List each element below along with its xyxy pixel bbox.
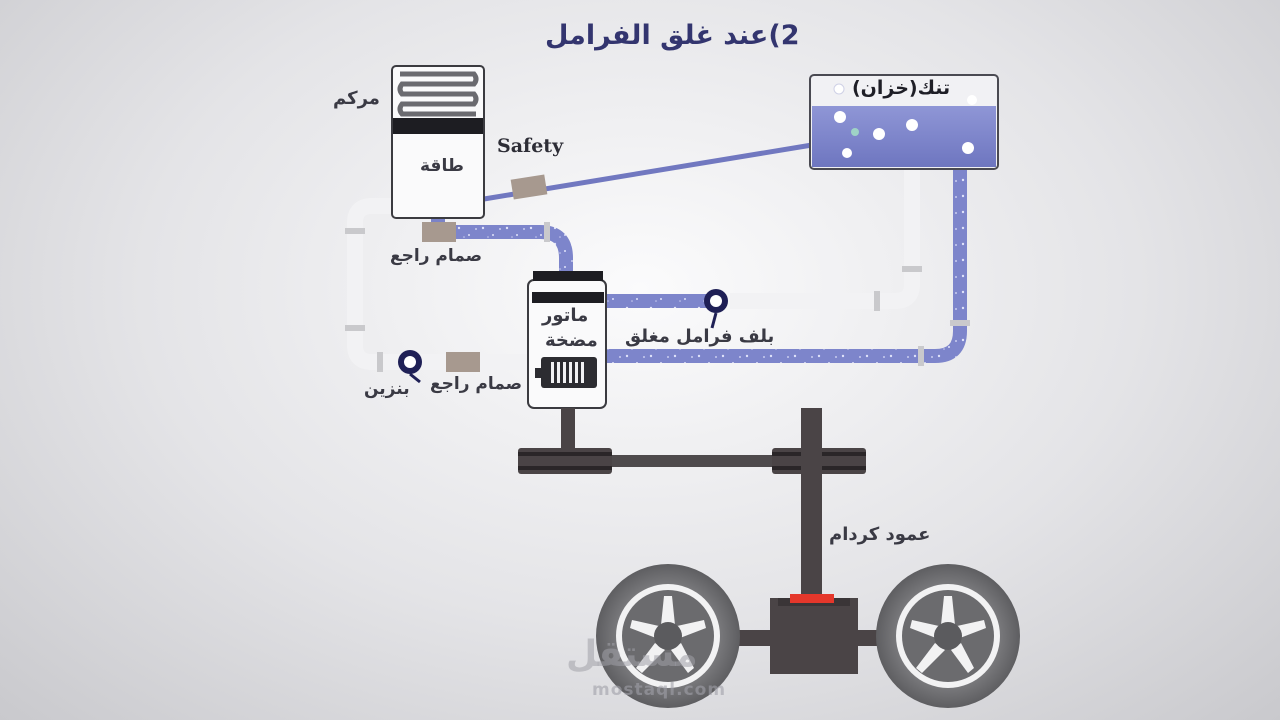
condenser	[391, 65, 485, 219]
watermark-logo-latin: mostaql.com	[592, 680, 727, 700]
label-condenser: مركم	[333, 88, 380, 109]
pipe-couplings-empty	[345, 228, 922, 372]
label-pump-motor-1: ماتور	[542, 305, 589, 326]
safety-valve	[510, 174, 548, 200]
label-plate: طاقة	[420, 156, 464, 176]
watermark-logo-arabic: مستقل	[566, 634, 698, 675]
driveshaft	[801, 408, 822, 598]
wheel-right	[876, 564, 1020, 708]
check-valve-top	[422, 222, 456, 242]
page-title: 2)عند غلق الفرامل	[545, 20, 800, 51]
brake-valve-closed	[704, 289, 728, 329]
empty-pipe-return	[730, 168, 920, 309]
label-tank: تنك(خزان)	[852, 77, 951, 99]
pipe-couplings-fluid	[544, 222, 970, 366]
fluid-pipe-bottom	[606, 166, 967, 363]
label-check-valve-bottom: صمام راجع	[430, 374, 523, 394]
label-fuel: بنزين	[364, 379, 410, 399]
label-brake-valve: بلف فرامل مغلق	[625, 326, 775, 347]
pump-motor	[527, 271, 607, 409]
differential	[770, 594, 858, 674]
fluid-pipe-top	[455, 225, 573, 276]
motor-shaft	[561, 408, 575, 454]
label-safety: Safety	[497, 135, 564, 157]
fuel-valve	[398, 350, 422, 384]
tank	[809, 74, 999, 170]
label-check-valve-top: صمام راجع	[390, 246, 483, 266]
check-valve-bottom	[446, 352, 480, 372]
wheel-left	[596, 564, 740, 708]
empty-pipe-left-loop	[347, 198, 530, 370]
label-driveshaft: عمود كردام	[829, 524, 931, 545]
label-pump-motor-2: مضخة	[545, 330, 598, 351]
